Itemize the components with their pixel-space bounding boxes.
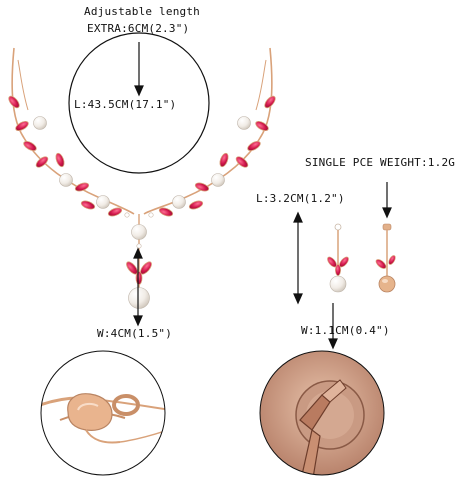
ruby (219, 152, 229, 168)
pearl (59, 173, 73, 187)
ruby (235, 156, 249, 168)
ruby (74, 182, 90, 192)
ruby (35, 156, 49, 168)
dimension-arrow-icon (133, 247, 143, 327)
ruby (8, 95, 20, 109)
pearl (96, 195, 110, 209)
ruby (247, 140, 261, 152)
lobster-clasp-icon (41, 393, 165, 444)
ruby (23, 140, 37, 152)
pearl (237, 116, 251, 130)
earring-post-detail (259, 350, 385, 476)
pendant-pearl (128, 287, 150, 309)
pendant-width-label: W:4CM(1.5") (97, 327, 173, 340)
earring-length-label: L:3.2CM(1.2") (256, 192, 345, 205)
earring-width-label: W:1.1CM(0.4") (301, 324, 390, 337)
necklace-pearls (33, 116, 251, 309)
necklace-crystals (124, 212, 154, 249)
necklace-rubies (8, 95, 276, 285)
ruby (107, 207, 123, 217)
ruby (255, 120, 269, 132)
ruby (80, 200, 96, 210)
dimension-arrow-icon (328, 303, 338, 350)
ruby (135, 271, 143, 285)
necklace-vine-left (17, 59, 29, 111)
ruby (158, 207, 174, 217)
adjustable-length-label: Adjustable length (84, 5, 200, 18)
earring-front (327, 223, 349, 293)
pearl (172, 195, 186, 209)
weight-label: SINGLE PCE WEIGHT:1.2G (305, 156, 456, 169)
earring-post-icon (295, 379, 365, 475)
necklace-vine-right (255, 59, 267, 111)
ruby (194, 182, 210, 192)
pearl (33, 116, 47, 130)
necklace-chain-left (11, 47, 135, 215)
ruby (55, 152, 65, 168)
pearl (131, 224, 147, 240)
clasp-detail (40, 350, 166, 476)
pearl (211, 173, 225, 187)
ruby (188, 200, 204, 210)
dimension-arrow-icon (134, 42, 144, 97)
length-circle (68, 32, 210, 174)
earring-side (375, 223, 396, 293)
ruby (15, 120, 29, 132)
dimension-arrow-icon (382, 182, 392, 219)
ruby (264, 95, 276, 109)
necklace-length-label: L:43.5CM(17.1") (74, 98, 177, 111)
dimension-arrow-icon (293, 211, 303, 305)
extra-length-label: EXTRA:6CM(2.3") (87, 22, 190, 35)
